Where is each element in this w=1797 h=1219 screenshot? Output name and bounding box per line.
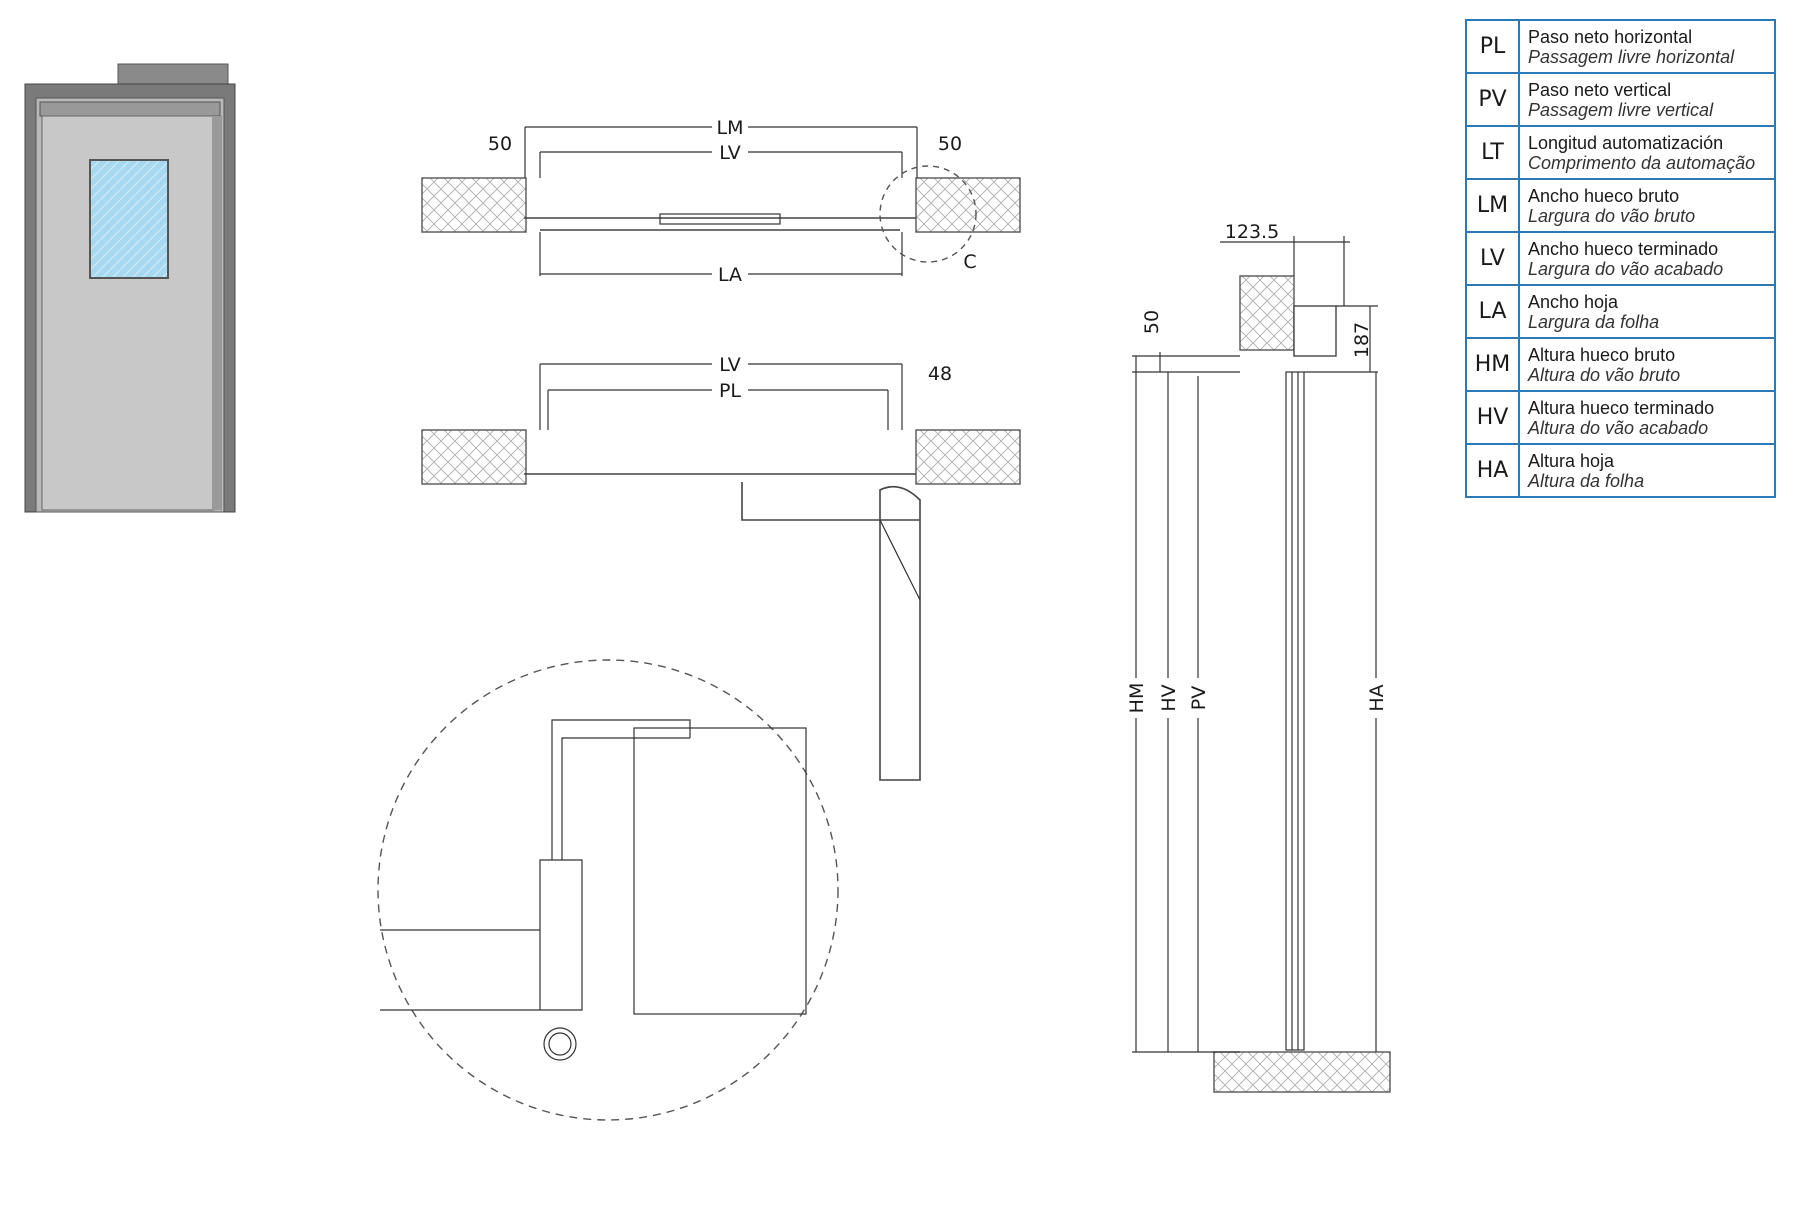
floor-slab: [1213, 1051, 1391, 1093]
legend-text-es: Paso neto horizontal: [1528, 26, 1693, 47]
dim-hm: HM: [1126, 683, 1148, 714]
wall-right: [915, 177, 1021, 233]
door-operator-box: [117, 63, 229, 87]
legend-text-es: Ancho hueco terminado: [1528, 238, 1719, 259]
dim-50-right: 50: [938, 133, 962, 155]
legend-code: HV: [1465, 390, 1520, 445]
legend-text-es: Ancho hueco bruto: [1528, 185, 1680, 206]
legend-code: LA: [1465, 284, 1520, 339]
door-window: [89, 159, 169, 279]
wall-right-open: [915, 429, 1021, 485]
dim-pl: PL: [719, 380, 741, 402]
door-leaf-section: [1285, 371, 1305, 1051]
legend-text-pt: Comprimento da automação: [1528, 152, 1756, 173]
dim-ha: HA: [1366, 684, 1388, 711]
door-illustration: [24, 63, 236, 513]
hm-label-bg: [1124, 678, 1148, 718]
dim-lv-top: LV: [719, 142, 741, 164]
detail-wall-panel: [633, 727, 807, 1015]
legend-code: HM: [1465, 337, 1520, 392]
legend-text-es: Longitud automatización: [1528, 132, 1724, 153]
legend-text-pt: Altura do vão acabado: [1528, 417, 1709, 438]
dim-lv-open: LV: [719, 354, 741, 376]
side-section: 123.5 187 50 HM HV PV HA: [1124, 221, 1391, 1093]
legend-text-es: Altura hueco terminado: [1528, 397, 1715, 418]
plan-open: LV PL 48: [421, 352, 1021, 781]
wall-left: [421, 177, 527, 233]
lintel-wall: [1239, 275, 1295, 351]
legend-text-pt: Passagem livre horizontal: [1528, 46, 1735, 67]
operator-head: [1293, 305, 1337, 357]
detail-enlarged: [377, 659, 839, 1121]
legend-code: LT: [1465, 125, 1520, 180]
legend-text-es: Altura hueco bruto: [1528, 344, 1676, 365]
legend-text-pt: Altura do vão bruto: [1528, 364, 1681, 385]
lv-open-label-bg: [712, 352, 748, 376]
legend-text-pt: Largura do vão bruto: [1528, 205, 1696, 226]
ha-label-bg: [1364, 678, 1388, 718]
legend-code: PV: [1465, 72, 1520, 127]
plan-closed: LM LV LA 50 50 C: [421, 115, 1021, 286]
legend-text-pt: Passagem livre vertical: [1528, 99, 1714, 120]
pl-label-bg: [712, 378, 748, 402]
door-jamb-right: [212, 116, 222, 510]
dim-la: LA: [718, 264, 742, 286]
detail-roller: [543, 1027, 577, 1061]
legend-text-pt: Largura da folha: [1528, 311, 1660, 332]
la-label-bg: [712, 262, 748, 286]
dim-hv: HV: [1158, 684, 1180, 711]
legend-code: HA: [1465, 443, 1520, 498]
legend-text-es: Ancho hoja: [1528, 291, 1619, 312]
legend-code: LM: [1465, 178, 1520, 233]
detail-label-c: C: [963, 251, 976, 273]
dim-123-5: 123.5: [1225, 221, 1279, 243]
dim-pv: PV: [1188, 686, 1210, 710]
legend-text-es: Paso neto vertical: [1528, 79, 1672, 100]
dim-48: 48: [928, 363, 952, 385]
legend-code: PL: [1465, 19, 1520, 74]
legend-text-pt: Largura do vão acabado: [1528, 258, 1724, 279]
dim-187: 187: [1351, 322, 1373, 358]
detail-profile: [380, 719, 691, 1011]
dim-50-section: 50: [1141, 310, 1163, 334]
legend-code: LV: [1465, 231, 1520, 286]
lm-label-bg: [712, 115, 748, 139]
lv-label-bg: [712, 140, 748, 164]
detail-circle-c: [879, 165, 977, 263]
hv-label-bg: [1156, 678, 1180, 718]
dim-lm: LM: [717, 117, 744, 139]
door-leaf-open: [741, 482, 921, 781]
legend-text-pt: Altura da folha: [1528, 470, 1645, 491]
door-leaf-closed: [659, 213, 781, 225]
pv-label-bg: [1186, 678, 1210, 718]
wall-left-open: [421, 429, 527, 485]
door-rail: [39, 101, 221, 117]
dim-50-left: 50: [488, 133, 512, 155]
legend-text-es: Altura hoja: [1528, 450, 1615, 471]
